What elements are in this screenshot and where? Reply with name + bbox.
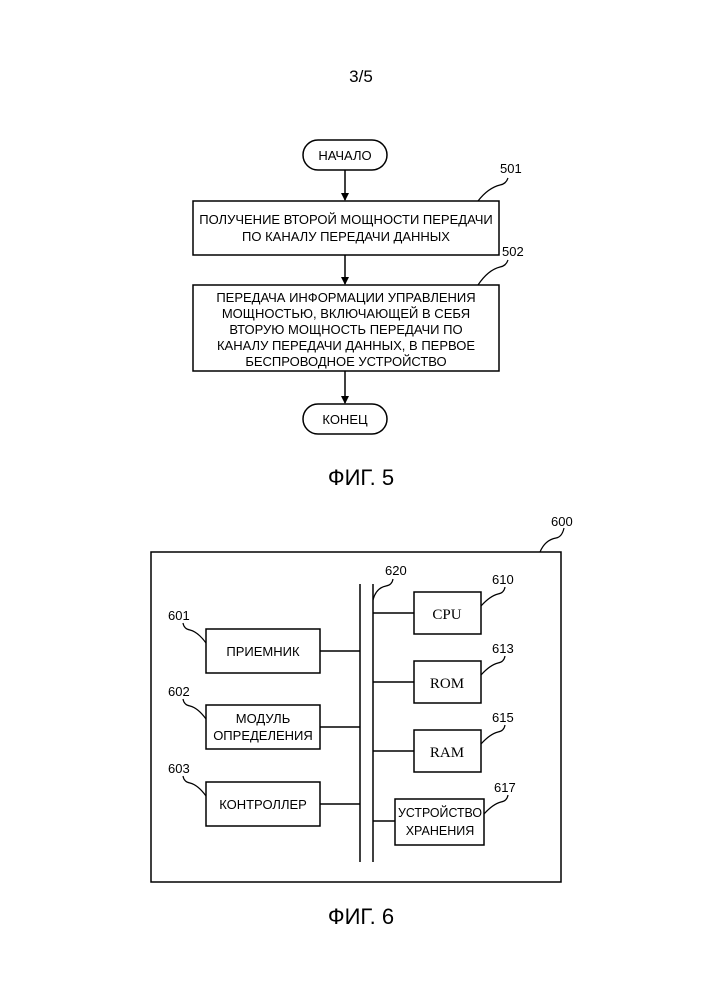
controller-603-label: КОНТРОЛЛЕР — [219, 797, 307, 812]
figure-5-flowchart: НАЧАЛО ПОЛУЧЕНИЕ ВТОРОЙ МОЩНОСТИ ПЕРЕДАЧ… — [193, 140, 524, 434]
figure-6-caption: ФИГ. 6 — [328, 904, 394, 929]
ram-615-ref: 615 — [492, 710, 514, 725]
step-502-line-5: БЕСПРОВОДНОЕ УСТРОЙСТВО — [245, 354, 446, 369]
storage-617-line-1: УСТРОЙСТВО — [398, 805, 482, 820]
page-number: 3/5 — [349, 67, 373, 86]
rom-613-label: ROM — [430, 676, 464, 692]
cpu-610-label: CPU — [432, 607, 461, 623]
bus-620-ref: 620 — [385, 563, 407, 578]
ram-615-label: RAM — [430, 745, 464, 761]
device-600-leader-line — [540, 528, 564, 552]
start-label: НАЧАЛО — [318, 148, 371, 163]
step-501-box — [193, 201, 499, 255]
step-501-leader-line — [478, 178, 508, 201]
step-501-ref: 501 — [500, 161, 522, 176]
step-502-line-4: КАНАЛУ ПЕРЕДАЧИ ДАННЫХ, В ПЕРВОЕ — [217, 338, 475, 353]
figure-5-caption: ФИГ. 5 — [328, 465, 394, 490]
step-502-line-3: ВТОРУЮ МОЩНОСТЬ ПЕРЕДАЧИ ПО — [229, 322, 462, 337]
rom-613-ref: 613 — [492, 641, 514, 656]
controller-603-ref: 603 — [168, 761, 190, 776]
storage-617-line-2: ХРАНЕНИЯ — [406, 824, 475, 838]
end-label: КОНЕЦ — [322, 412, 368, 427]
determination-module-602-line-2: ОПРЕДЕЛЕНИЯ — [213, 728, 313, 743]
storage-617-ref: 617 — [494, 780, 516, 795]
determination-module-602-line-1: МОДУЛЬ — [236, 711, 291, 726]
step-501-line-2: ПО КАНАЛУ ПЕРЕДАЧИ ДАННЫХ — [242, 229, 450, 244]
step-502-leader-line — [478, 260, 508, 285]
step-502-line-1: ПЕРЕДАЧА ИНФОРМАЦИИ УПРАВЛЕНИЯ — [216, 290, 475, 305]
step-502-line-2: МОЩНОСТЬЮ, ВКЛЮЧАЮЩЕЙ В СЕБЯ — [222, 306, 470, 321]
determination-module-602-ref: 602 — [168, 684, 190, 699]
receiver-601-ref: 601 — [168, 608, 190, 623]
cpu-610-ref: 610 — [492, 572, 514, 587]
step-501-line-1: ПОЛУЧЕНИЕ ВТОРОЙ МОЩНОСТИ ПЕРЕДАЧИ — [199, 212, 492, 227]
step-502-ref: 502 — [502, 244, 524, 259]
figure-6-block-diagram: 600 620 ПРИЕМНИК 601 МОДУЛЬ ОПРЕДЕЛЕНИЯ … — [151, 514, 573, 882]
device-600-ref: 600 — [551, 514, 573, 529]
receiver-601-label: ПРИЕМНИК — [226, 644, 300, 659]
